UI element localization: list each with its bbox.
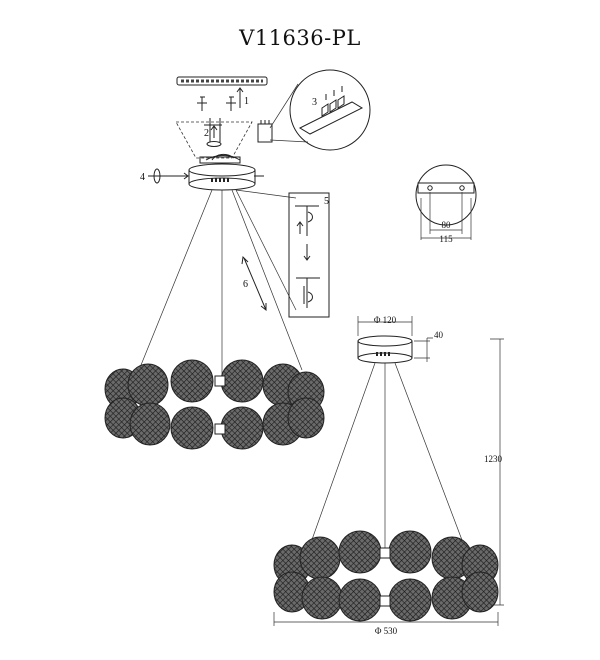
canopy-exploded [188,153,264,191]
bracket-outer-dim: 115 [439,234,453,244]
canopy-diameter-label: Φ 120 [374,315,397,325]
step-4-label: 4 [140,172,145,183]
step-3-label: 3 [312,97,317,108]
canopy-assembled [357,335,413,364]
canopy-diameter-dim [357,316,413,336]
step-1-label: 1 [244,96,249,107]
bracket-inner-dim: 80 [442,220,452,230]
step-5-label: 5 [324,196,329,207]
side-screw [148,168,189,184]
ring-diameter-dim [273,612,499,626]
step-6-label: 6 [243,279,248,290]
canopy-height-label: 40 [434,330,444,340]
canopy-height-dim [414,337,433,362]
height-adjust-arrow [241,255,267,312]
overall-height-label: 1230 [484,454,503,464]
ring-of-spheres-left [104,359,325,450]
screws-anchors [197,87,244,111]
ring-of-spheres-right [273,530,499,622]
terminal-block [257,120,273,143]
suspension-cables-right [308,362,466,550]
mounting-bracket [175,118,253,159]
ceiling-plate-strip [176,76,268,86]
bracket-detail-circle [415,164,477,240]
step-2-label: 2 [204,128,209,139]
cable-adjust-detail [288,192,330,318]
wiring-detail-callout [269,69,371,151]
ring-diameter-label: Φ 530 [375,626,398,636]
model-title: V11636-PL [239,26,361,50]
suspension-cables-left [138,189,303,375]
